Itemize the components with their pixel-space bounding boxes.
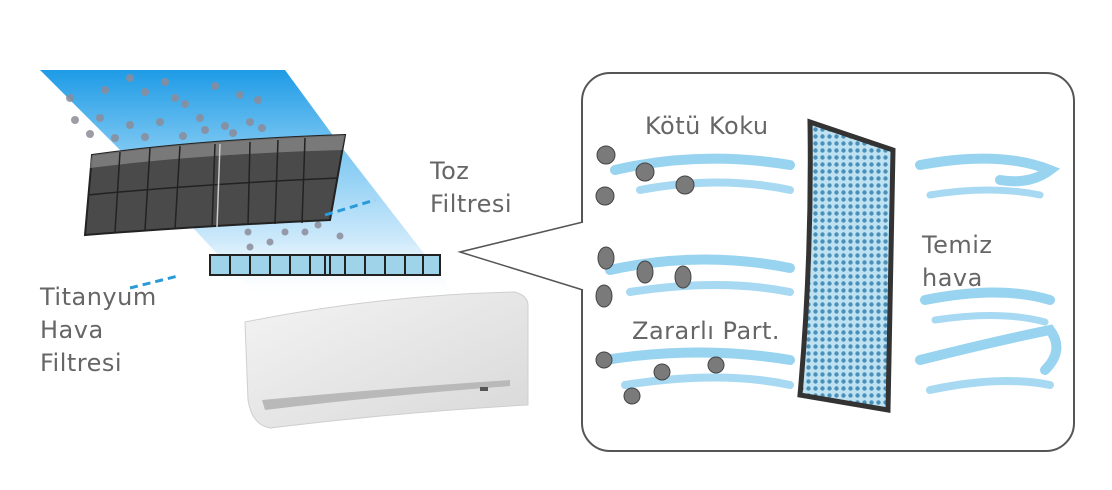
titanium-filter-label-line1: Titanyum [40,283,157,311]
titanium-air-filter [83,133,347,237]
titanium-filter-label-line2: Hava [40,316,104,344]
clean-air-label: Temiz hava [922,229,993,295]
dust-filter-label: Toz Filtresi [430,155,512,221]
germ-particles [595,145,725,405]
dust-particles [66,74,344,251]
titanium-filter-label: Titanyum Hava Filtresi [40,281,157,380]
titanium-filter-label-line3: Filtresi [40,349,123,377]
clean-air-label-line1: Temiz [922,231,993,259]
bad-odor-label: Kötü Koku [645,112,769,140]
titanium-leader-line [324,198,376,217]
air-conditioner-unit [244,291,529,429]
dust-filter-label-line2: Filtresi [430,190,513,218]
mesh-filter-panel [797,118,896,413]
clean-air-label-line2: hava [922,264,983,292]
dust-filter [209,254,441,276]
dust-leader-line [129,274,179,290]
airflow-swooshes [600,153,1062,394]
harmful-particles-label: Zararlı Part. [632,317,781,345]
dust-filter-label-line1: Toz [430,157,470,185]
